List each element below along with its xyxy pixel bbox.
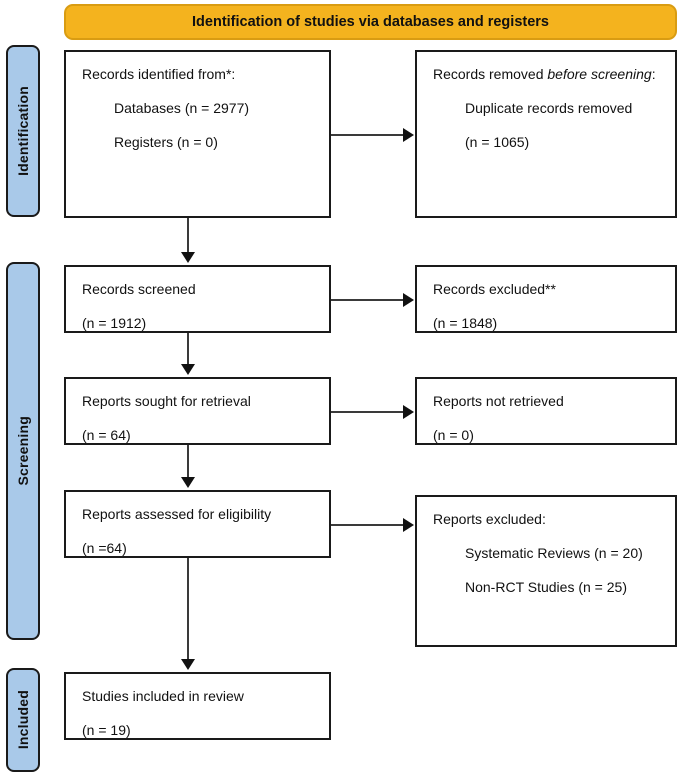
stage-label-included-text: Included	[15, 690, 31, 750]
reports-not-retrieved-heading: Reports not retrieved	[433, 393, 564, 409]
connector-sought-to-assessed	[187, 445, 189, 479]
box-studies-included: Studies included in review (n = 19)	[64, 672, 331, 740]
reports-sought-heading: Reports sought for retrieval	[82, 393, 251, 409]
reports-excluded-systematic-reviews: Systematic Reviews (n = 20)	[465, 545, 643, 562]
connector-screened-to-excluded	[331, 299, 405, 301]
box-records-excluded: Records excluded** (n = 1848)	[415, 265, 677, 333]
connector-sought-to-not-retrieved	[331, 411, 405, 413]
studies-included-heading: Studies included in review	[82, 688, 244, 704]
studies-included-count: (n = 19)	[82, 722, 131, 739]
arrowhead-down-icon	[181, 659, 195, 670]
records-removed-heading-italic: before screening	[547, 66, 652, 82]
arrowhead-down-icon	[181, 477, 195, 488]
records-removed-heading-suffix: :	[651, 66, 656, 82]
arrowhead-right-icon	[403, 128, 414, 142]
box-reports-excluded: Reports excluded: Systematic Reviews (n …	[415, 495, 677, 647]
connector-assessed-to-included	[187, 558, 189, 661]
stage-label-screening-text: Screening	[15, 416, 31, 486]
records-identified-heading: Records identified from*:	[82, 66, 236, 82]
reports-assessed-heading: Reports assessed for eligibility	[82, 506, 272, 522]
reports-assessed-count: (n =64)	[82, 540, 127, 557]
arrowhead-right-icon	[403, 405, 414, 419]
records-removed-heading: Records removed before screening:	[433, 66, 659, 82]
records-removed-duplicates: Duplicate records removed	[465, 100, 633, 117]
box-records-removed: Records removed before screening: Duplic…	[415, 50, 677, 218]
connector-identified-to-removed	[331, 134, 405, 136]
stage-label-screening: Screening	[6, 262, 40, 640]
arrowhead-down-icon	[181, 364, 195, 375]
box-records-identified: Records identified from*: Databases (n =…	[64, 50, 331, 218]
banner-title: Identification of studies via databases …	[192, 14, 549, 30]
stage-label-identification: Identification	[6, 45, 40, 217]
box-records-screened: Records screened (n = 1912)	[64, 265, 331, 333]
arrowhead-right-icon	[403, 293, 414, 307]
records-screened-heading: Records screened	[82, 281, 196, 297]
arrowhead-right-icon	[403, 518, 414, 532]
records-screened-count: (n = 1912)	[82, 315, 147, 332]
box-reports-not-retrieved: Reports not retrieved (n = 0)	[415, 377, 677, 445]
arrowhead-down-icon	[181, 252, 195, 263]
connector-screened-to-sought	[187, 333, 189, 366]
connector-assessed-to-excluded-reports	[331, 524, 405, 526]
records-removed-count: (n = 1065)	[465, 134, 530, 151]
reports-not-retrieved-count: (n = 0)	[433, 427, 474, 444]
reports-excluded-heading: Reports excluded:	[433, 511, 546, 527]
records-excluded-count: (n = 1848)	[433, 315, 498, 332]
reports-sought-count: (n = 64)	[82, 427, 131, 444]
box-reports-assessed: Reports assessed for eligibility (n =64)	[64, 490, 331, 558]
stage-label-included: Included	[6, 668, 40, 772]
connector-identified-to-screened	[187, 218, 189, 254]
records-excluded-heading: Records excluded**	[433, 281, 556, 297]
records-removed-heading-prefix: Records removed	[433, 66, 548, 82]
box-reports-sought: Reports sought for retrieval (n = 64)	[64, 377, 331, 445]
diagram-banner: Identification of studies via databases …	[64, 4, 677, 40]
records-identified-databases: Databases (n = 2977)	[114, 100, 250, 117]
reports-excluded-non-rct: Non-RCT Studies (n = 25)	[465, 579, 627, 596]
records-identified-registers: Registers (n = 0)	[114, 134, 218, 151]
stage-label-identification-text: Identification	[15, 86, 31, 176]
